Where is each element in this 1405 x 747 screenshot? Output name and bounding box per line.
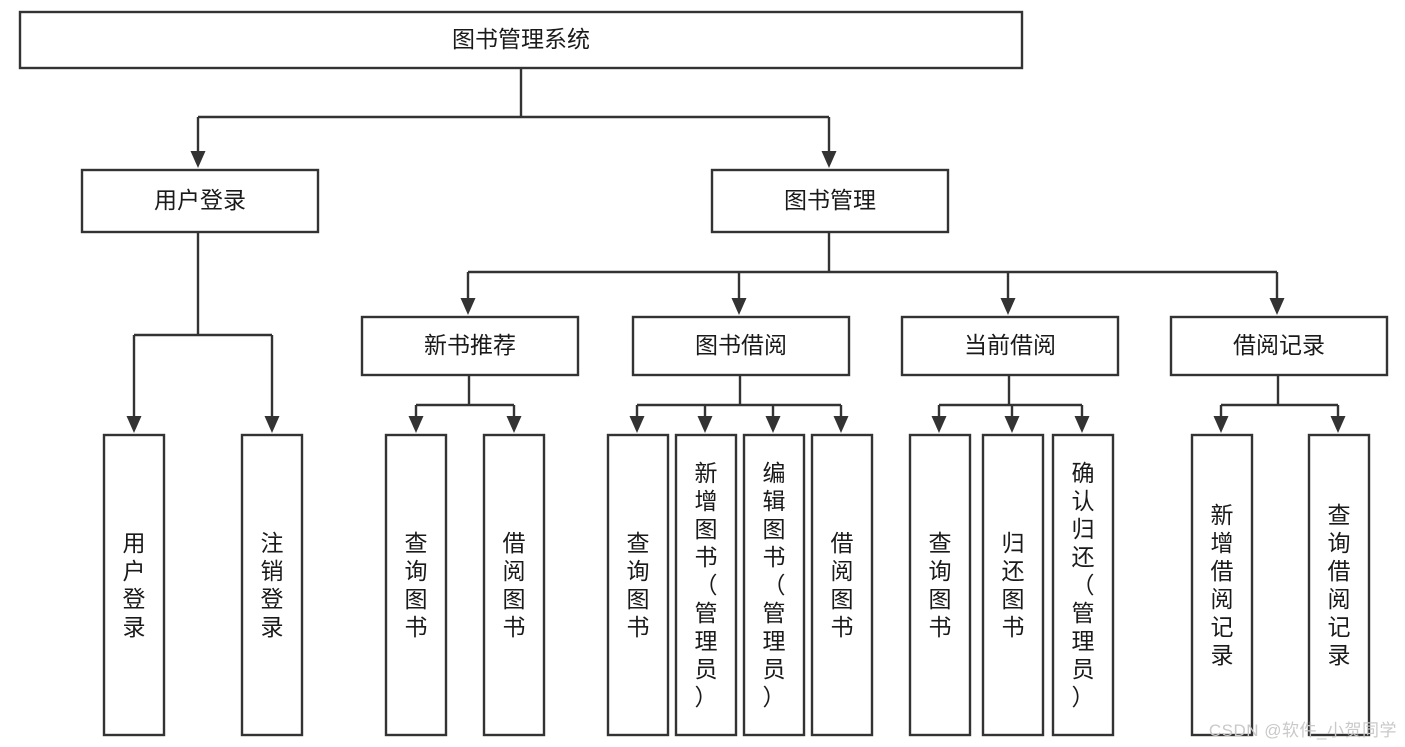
node-leaf-query-book-1-box[interactable]: [384, 433, 448, 737]
node-leaf-borrow-book-1-label: 借阅图书: [503, 530, 526, 640]
node-leaf-confirm-return-admin-box[interactable]: [1051, 433, 1115, 737]
arrow-head-icon: [1213, 416, 1229, 433]
node-book-borrow[interactable]: 图书借阅: [631, 315, 851, 377]
arrow-head-icon: [408, 416, 424, 433]
node-leaf-add-borrow-record[interactable]: 新增借阅记录: [1190, 433, 1254, 737]
node-leaf-query-book-3[interactable]: 查询图书: [908, 433, 972, 737]
node-leaf-borrow-book-2-box[interactable]: [810, 433, 874, 737]
node-leaf-add-book-admin-box[interactable]: [674, 433, 738, 737]
node-current-borrow-box[interactable]: [900, 315, 1120, 377]
connector-user-login-to-leaves: [126, 232, 280, 433]
node-leaf-user-login-label: 用户登录: [123, 530, 146, 640]
node-leaf-query-book-2-label: 查询图书: [627, 530, 650, 640]
node-new-book-recommend[interactable]: 新书推荐: [360, 315, 580, 377]
node-leaf-add-book-admin[interactable]: 新增图书（管理员）: [674, 433, 738, 737]
node-leaf-query-borrow-record-label: 查询借阅记录: [1328, 502, 1351, 668]
node-book-manage-label: 图书管理: [784, 187, 876, 213]
node-leaf-query-book-3-label: 查询图书: [929, 530, 952, 640]
node-leaf-borrow-book-2-label: 借阅图书: [831, 530, 854, 640]
node-leaf-confirm-return-admin[interactable]: 确认归还（管理员）: [1051, 433, 1115, 737]
node-book-borrow-box[interactable]: [631, 315, 851, 377]
node-leaf-query-book-2-box[interactable]: [606, 433, 670, 737]
arrow-head-icon: [460, 298, 476, 315]
arrow-head-icon: [765, 416, 781, 433]
node-leaf-borrow-book-2[interactable]: 借阅图书: [810, 433, 874, 737]
node-leaf-borrow-book-1-box[interactable]: [482, 433, 546, 737]
node-book-borrow-label: 图书借阅: [695, 332, 787, 358]
node-book-manage[interactable]: 图书管理: [710, 168, 950, 234]
arrow-head-icon: [697, 416, 713, 433]
node-leaf-edit-book-admin[interactable]: 编辑图书（管理员）: [742, 433, 806, 737]
arrow-head-icon: [1330, 416, 1346, 433]
node-leaf-return-book-label: 归还图书: [1002, 530, 1025, 640]
connector-root-to-level2: [190, 68, 837, 168]
node-borrow-record-box[interactable]: [1169, 315, 1389, 377]
arrow-head-icon: [821, 151, 837, 168]
node-borrow-record[interactable]: 借阅记录: [1169, 315, 1389, 377]
connector-book-borrow-to-leaves: [629, 375, 849, 433]
node-leaf-return-book[interactable]: 归还图书: [981, 433, 1045, 737]
node-leaf-edit-book-admin-box[interactable]: [742, 433, 806, 737]
node-current-borrow[interactable]: 当前借阅: [900, 315, 1120, 377]
arrow-head-icon: [506, 416, 522, 433]
connector-current-borrow-to-leaves: [931, 375, 1090, 433]
arrow-head-icon: [1074, 416, 1090, 433]
node-user-login-box[interactable]: [80, 168, 320, 234]
node-leaf-add-borrow-record-label: 新增借阅记录: [1211, 502, 1234, 668]
node-user-login[interactable]: 用户登录: [80, 168, 320, 234]
node-leaf-query-book-1-label: 查询图书: [405, 530, 428, 640]
node-leaf-query-book-3-box[interactable]: [908, 433, 972, 737]
arrow-head-icon: [190, 151, 206, 168]
node-root[interactable]: 图书管理系统: [18, 10, 1024, 70]
arrow-head-icon: [1000, 298, 1016, 315]
arrow-head-icon: [126, 416, 142, 433]
node-leaf-user-logout[interactable]: 注销登录: [240, 433, 304, 737]
node-root-box[interactable]: [18, 10, 1024, 70]
node-leaf-user-login[interactable]: 用户登录: [102, 433, 166, 737]
node-leaf-confirm-return-admin-label: 确认归还（管理员）: [1072, 460, 1095, 710]
node-borrow-record-label: 借阅记录: [1233, 332, 1325, 358]
node-leaf-query-borrow-record[interactable]: 查询借阅记录: [1307, 433, 1371, 737]
node-leaf-query-book-1[interactable]: 查询图书: [384, 433, 448, 737]
connector-new-book-recommend-to-leaves: [408, 375, 522, 433]
node-leaf-add-borrow-record-box[interactable]: [1190, 433, 1254, 737]
connector-book-manage-to-level3: [460, 232, 1285, 315]
arrow-head-icon: [629, 416, 645, 433]
node-leaf-user-logout-label: 注销登录: [261, 530, 284, 640]
node-leaf-borrow-book-1[interactable]: 借阅图书: [482, 433, 546, 737]
node-leaf-query-book-2[interactable]: 查询图书: [606, 433, 670, 737]
arrow-head-icon: [1004, 416, 1020, 433]
arrow-head-icon: [731, 298, 747, 315]
arrow-head-icon: [931, 416, 947, 433]
node-root-label: 图书管理系统: [452, 26, 590, 52]
node-book-manage-box[interactable]: [710, 168, 950, 234]
node-leaf-user-login-box[interactable]: [102, 433, 166, 737]
node-leaf-return-book-box[interactable]: [981, 433, 1045, 737]
arrow-head-icon: [1269, 298, 1285, 315]
node-leaf-query-borrow-record-box[interactable]: [1307, 433, 1371, 737]
node-leaf-edit-book-admin-label: 编辑图书（管理员）: [763, 460, 786, 710]
watermark-label: CSDN @软件_小贺同学: [1208, 721, 1397, 740]
node-current-borrow-label: 当前借阅: [964, 332, 1056, 358]
connector-borrow-record-to-leaves: [1213, 375, 1346, 433]
node-user-login-label: 用户登录: [154, 187, 246, 213]
arrow-head-icon: [264, 416, 280, 433]
node-leaf-add-book-admin-label: 新增图书（管理员）: [695, 460, 718, 710]
arrow-head-icon: [833, 416, 849, 433]
node-new-book-recommend-label: 新书推荐: [424, 332, 516, 358]
node-new-book-recommend-box[interactable]: [360, 315, 580, 377]
node-leaf-user-logout-box[interactable]: [240, 433, 304, 737]
